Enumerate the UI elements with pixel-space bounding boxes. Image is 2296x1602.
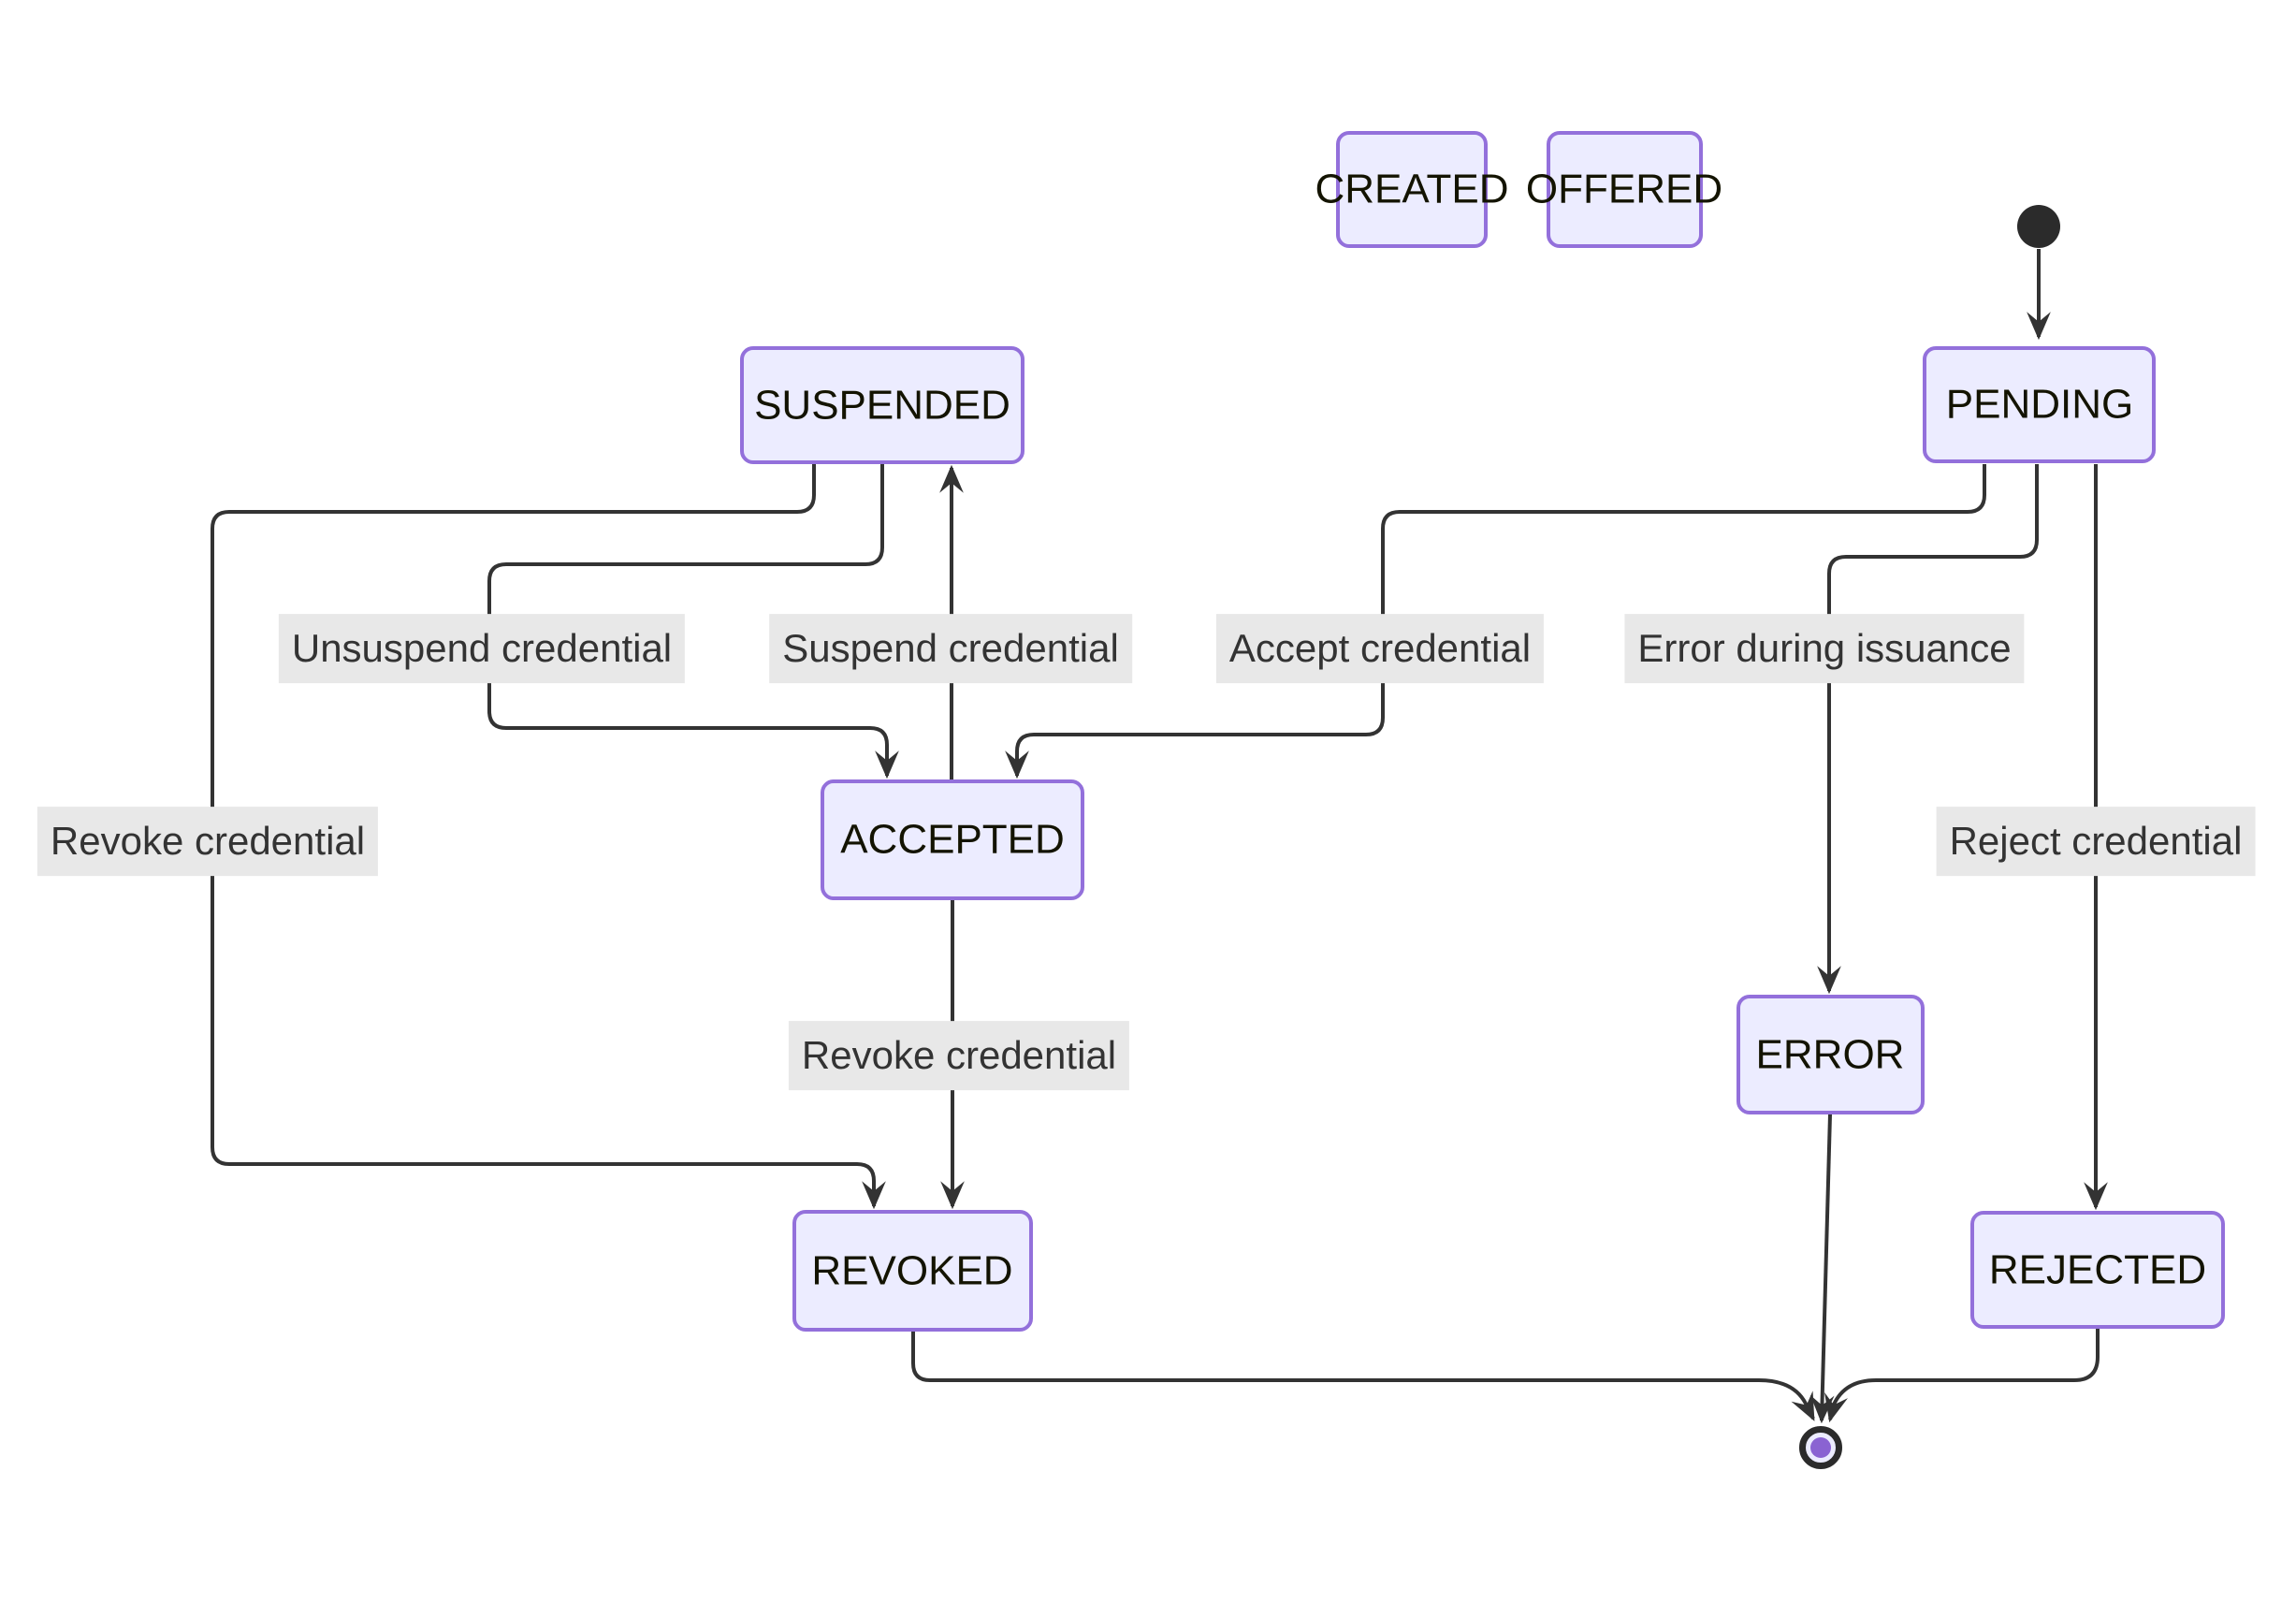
edge-error-end: [1809, 1114, 1835, 1424]
state-accepted: ACCEPTED: [821, 779, 1084, 900]
state-error-label: ERROR: [1756, 1032, 1905, 1078]
edge-pending-error: [1817, 464, 2039, 995]
state-revoked: REVOKED: [792, 1210, 1033, 1332]
edge-label-unsuspend-credential: Unsuspend credential: [278, 614, 686, 683]
state-accepted-label: ACCEPTED: [840, 817, 1065, 863]
state-accepted-box: [821, 779, 1084, 900]
state-suspended: SUSPENDED: [740, 346, 1024, 464]
state-created: CREATED: [1315, 131, 1509, 248]
state-offered-label: OFFERED: [1526, 167, 1722, 212]
state-rejected-label: REJECTED: [1989, 1247, 2206, 1293]
state-pending-label: PENDING: [1946, 382, 2133, 428]
state-created-label: CREATED: [1315, 167, 1509, 212]
state-created-box: [1336, 131, 1488, 248]
state-offered: OFFERED: [1526, 131, 1722, 248]
edge-label-suspend-credential: Suspend credential: [769, 614, 1132, 683]
edge-revoked-end: [911, 1332, 1815, 1421]
edge-label-reject-credential: Reject credential: [1936, 807, 2256, 876]
state-revoked-label: REVOKED: [811, 1248, 1012, 1294]
state-suspended-label: SUSPENDED: [754, 383, 1010, 429]
final-state-dot: [1810, 1437, 1831, 1458]
state-pending: PENDING: [1923, 346, 2156, 463]
state-error: ERROR: [1737, 995, 1925, 1114]
final-state-icon: [1799, 1426, 1842, 1469]
edge-rejected-end: [1824, 1329, 2100, 1423]
state-rejected-box: [1970, 1211, 2225, 1329]
edge-label-accept-credential: Accept credential: [1215, 614, 1545, 683]
edge-label-error-during-issuance: Error during issuance: [1624, 614, 2025, 683]
start-state-icon: [2017, 205, 2060, 248]
state-offered-box: [1547, 131, 1703, 248]
state-suspended-box: [740, 346, 1024, 464]
state-error-box: [1737, 995, 1925, 1114]
edge-label-revoke-credential-left: Revoke credential: [36, 807, 379, 876]
edges: [211, 249, 2108, 1424]
state-pending-box: [1923, 346, 2156, 463]
state-revoked-box: [792, 1210, 1033, 1332]
edge-label-revoke-credential-middle: Revoke credential: [788, 1021, 1130, 1090]
state-rejected: REJECTED: [1970, 1211, 2225, 1329]
